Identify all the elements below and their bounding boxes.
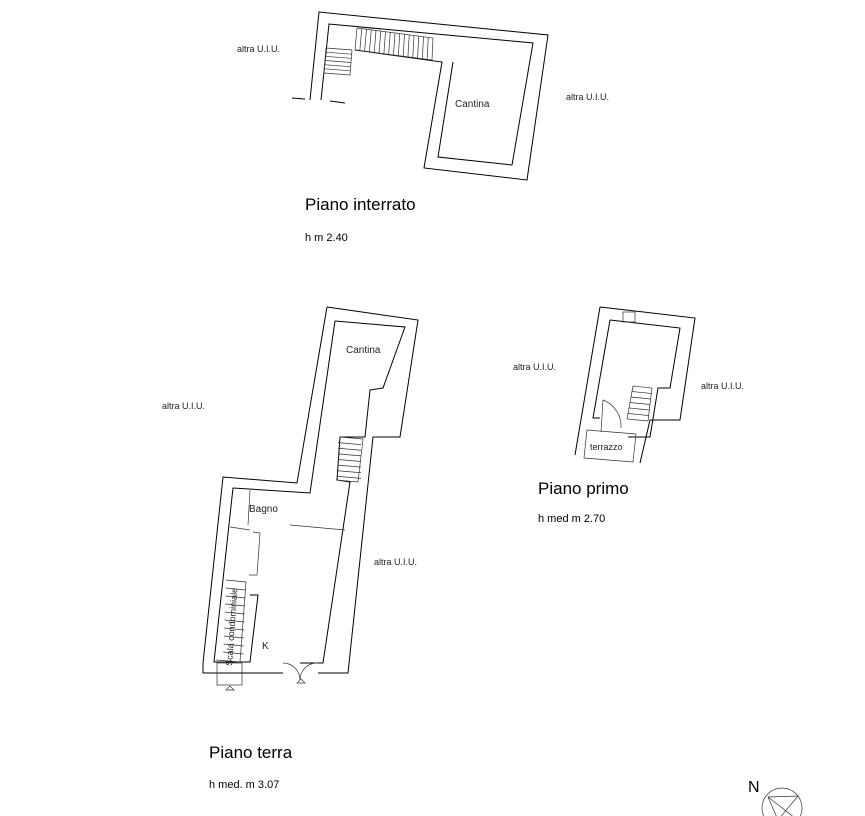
room-label-kitchen: K <box>262 641 269 652</box>
plan-piano-terra <box>202 306 419 691</box>
north-compass-icon: N <box>748 779 803 816</box>
compass-label: N <box>748 779 760 796</box>
staircase <box>323 27 434 76</box>
floor-title: Piano interrato <box>305 195 416 214</box>
neighbor-label: altra U.I.U. <box>513 362 556 372</box>
neighbor-label: altra U.I.U. <box>566 92 609 102</box>
room-label-scala: Scala condominiale <box>224 588 239 667</box>
room-label-cantina: Cantina <box>455 99 490 110</box>
floor-title: Piano primo <box>538 479 629 498</box>
neighbor-label: altra U.I.U. <box>162 401 205 411</box>
neighbor-label: altra U.I.U. <box>701 381 744 391</box>
plan-piano-primo <box>574 306 696 464</box>
neighbor-label: altra U.I.U. <box>374 557 417 567</box>
floor-height: h med m 2.70 <box>538 513 605 525</box>
room-label-bagno: Bagno <box>249 504 278 515</box>
neighbor-label: altra U.I.U. <box>237 44 280 54</box>
floor-title: Piano terra <box>209 743 293 762</box>
plan-piano-interrato <box>291 11 549 181</box>
floor-height: h med. m 3.07 <box>209 779 279 791</box>
room-label-cantina: Cantina <box>346 345 381 356</box>
room-label-terrazzo: terrazzo <box>590 442 623 452</box>
floor-height: h m 2.40 <box>305 232 348 244</box>
